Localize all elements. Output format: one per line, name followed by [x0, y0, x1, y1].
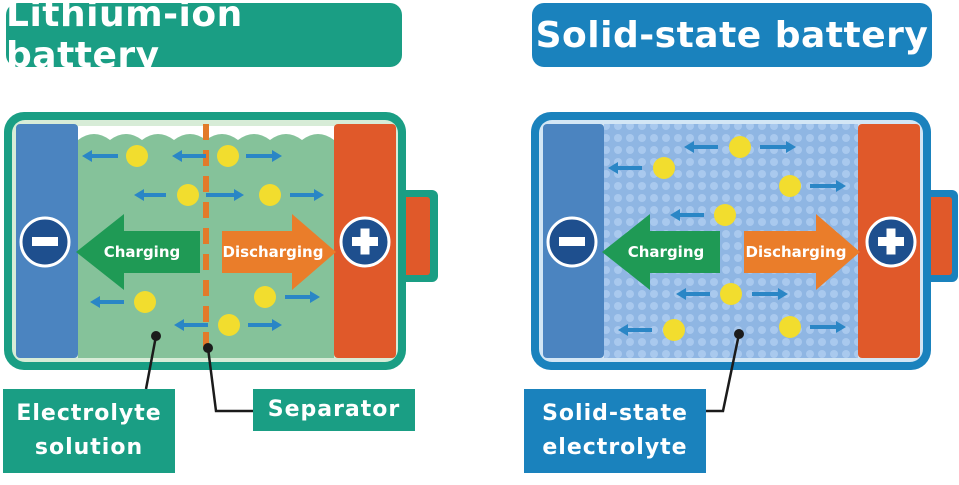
ion-dot [720, 283, 742, 305]
discharging-label: Discharging [223, 243, 324, 261]
lithium-ion-title: Lithium-ion battery [6, 0, 402, 76]
ion-arrow-left-1 [82, 150, 118, 162]
ion-dot [126, 145, 148, 167]
ion-arrow-right-4 [285, 291, 320, 303]
ion-arrow-left-3 [134, 189, 166, 201]
lithium-ions-left [82, 145, 324, 336]
solid-state-title: Solid-state battery [532, 3, 932, 67]
ion-dot [653, 157, 675, 179]
charging-arrow-left: Charging [76, 214, 200, 290]
ion-arrow-left-2 [608, 162, 642, 174]
ion-arrow-left-3 [670, 209, 704, 221]
solid-state-battery: Charging Discharging [531, 112, 958, 413]
ion-dot [134, 291, 156, 313]
ion-arrow-left-5 [618, 324, 652, 336]
charging-label: Charging [628, 243, 705, 261]
ion-arrow-right-3 [290, 189, 324, 201]
electrolyte-solution-callout: Electrolyte solution [3, 389, 175, 473]
ion-arrow-left-4 [676, 288, 710, 300]
ion-dot [729, 136, 751, 158]
plus-icon [339, 216, 391, 268]
separator-callout-label: Separator [267, 397, 401, 422]
ion-dot [779, 316, 801, 338]
plus-icon [865, 216, 917, 268]
charging-arrow-right: Charging [602, 214, 720, 290]
leader-line-solid-electrolyte [706, 329, 744, 413]
ion-arrow-left-1 [684, 141, 718, 153]
minus-icon [546, 216, 598, 268]
ion-dot [259, 184, 281, 206]
ion-arrow-right-4 [810, 321, 846, 333]
leader-line-separator [203, 343, 253, 413]
solid-state-electrolyte-callout: Solid-state electrolyte [524, 389, 706, 473]
ion-arrow-right-2 [810, 180, 846, 192]
ion-dot [177, 184, 199, 206]
ion-arrow-left-2 [172, 150, 206, 162]
charging-label: Charging [104, 243, 181, 261]
ion-arrow-right-3 [752, 288, 788, 300]
discharging-arrow-left: Discharging [222, 214, 336, 290]
lithium-ion-battery: Charging Discharging [4, 112, 438, 413]
ion-dot [779, 175, 801, 197]
minus-icon [19, 216, 71, 268]
lithium-ions-right [608, 136, 846, 341]
ion-dot [663, 319, 685, 341]
solid-callout-line2: electrolyte [542, 435, 688, 460]
ion-arrow-right-1 [246, 150, 282, 162]
discharging-arrow-right: Discharging [744, 214, 860, 290]
ion-arrow-left-5 [174, 319, 208, 331]
discharging-label: Discharging [746, 243, 847, 261]
ion-dot [714, 204, 736, 226]
separator-callout: Separator [253, 389, 415, 431]
electrolyte-callout-line1: Electrolyte [16, 401, 162, 426]
ion-dot [217, 145, 239, 167]
ion-arrow-left-4 [90, 296, 124, 308]
ion-dot [218, 314, 240, 336]
solid-callout-line1: Solid-state [542, 401, 688, 426]
ion-arrow-right-5 [248, 319, 282, 331]
leader-line-electrolyte [144, 331, 161, 390]
electrolyte-callout-line2: solution [34, 435, 144, 460]
ion-dot [254, 286, 276, 308]
ion-arrow-right-1 [760, 141, 796, 153]
ion-arrow-right-2 [206, 189, 244, 201]
